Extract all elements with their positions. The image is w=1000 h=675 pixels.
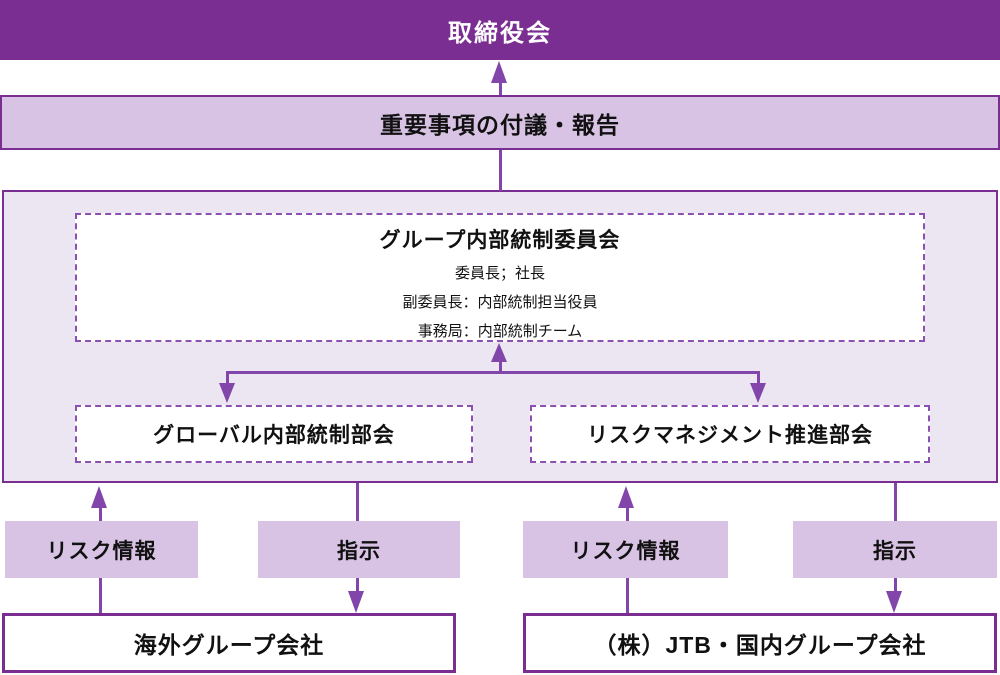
company-box-domestic-label: （株）JTB・国内グループ会社 [593, 632, 927, 658]
committee-up-arrow-shaft [499, 360, 502, 373]
company-box-overseas: 海外グループ会社 [2, 613, 456, 673]
subcommittee-risk-label: リスクマネジメント推進部会 [587, 424, 873, 447]
company-box-domestic: （株）JTB・国内グループ会社 [523, 613, 997, 673]
right-down-shaft [757, 371, 760, 384]
subcommittee-global: グローバル内部統制部会 [75, 405, 473, 463]
flow-label-risk-info-1-text: リスク情報 [46, 539, 157, 563]
subcommittee-risk: リスクマネジメント推進部会 [530, 405, 930, 463]
flow-label-instruction-1: 指示 [258, 521, 460, 578]
left-down-shaft [226, 371, 229, 384]
report-bar-label: 重要事項の付議・報告 [380, 111, 620, 138]
instruction-down-arrow-icon-1 [348, 591, 364, 613]
flow-label-risk-info-1: リスク情報 [5, 521, 198, 578]
flow-label-risk-info-2-text: リスク情報 [570, 539, 681, 563]
up-arrow-shaft-top [499, 82, 502, 96]
flow-label-instruction-2-text: 指示 [873, 539, 917, 563]
committee-vicechair-line: 副委員長：内部統制担当役員 [402, 294, 598, 311]
flow-label-instruction-1-text: 指示 [337, 539, 381, 563]
risk-up-arrow-icon-2 [618, 486, 634, 508]
company-box-overseas-label: 海外グループ会社 [133, 632, 325, 658]
subcommittee-connector-line [227, 371, 759, 374]
right-down-arrow-icon [750, 383, 766, 403]
left-down-arrow-icon [219, 383, 235, 403]
connector-line-report [499, 150, 502, 191]
up-arrow-icon [491, 61, 507, 83]
committee-secretariat-line: 事務局：内部統制チーム [417, 323, 583, 340]
report-bar: 重要事項の付議・報告 [0, 95, 1000, 150]
risk-up-arrow-icon-1 [91, 486, 107, 508]
committee-title: グループ内部統制委員会 [379, 229, 621, 252]
flow-label-instruction-2: 指示 [793, 521, 997, 578]
committee-box: グループ内部統制委員会 委員長；社長 副委員長：内部統制担当役員 事務局：内部統… [75, 213, 925, 342]
flow-label-risk-info-2: リスク情報 [523, 521, 728, 578]
board-of-directors-bar: 取締役会 [0, 0, 1000, 60]
subcommittee-global-label: グローバル内部統制部会 [153, 424, 395, 447]
board-of-directors-label: 取締役会 [448, 19, 552, 47]
committee-up-arrow-icon [491, 343, 507, 362]
committee-chair-line: 委員長；社長 [454, 265, 545, 282]
instruction-down-arrow-icon-2 [886, 591, 902, 613]
